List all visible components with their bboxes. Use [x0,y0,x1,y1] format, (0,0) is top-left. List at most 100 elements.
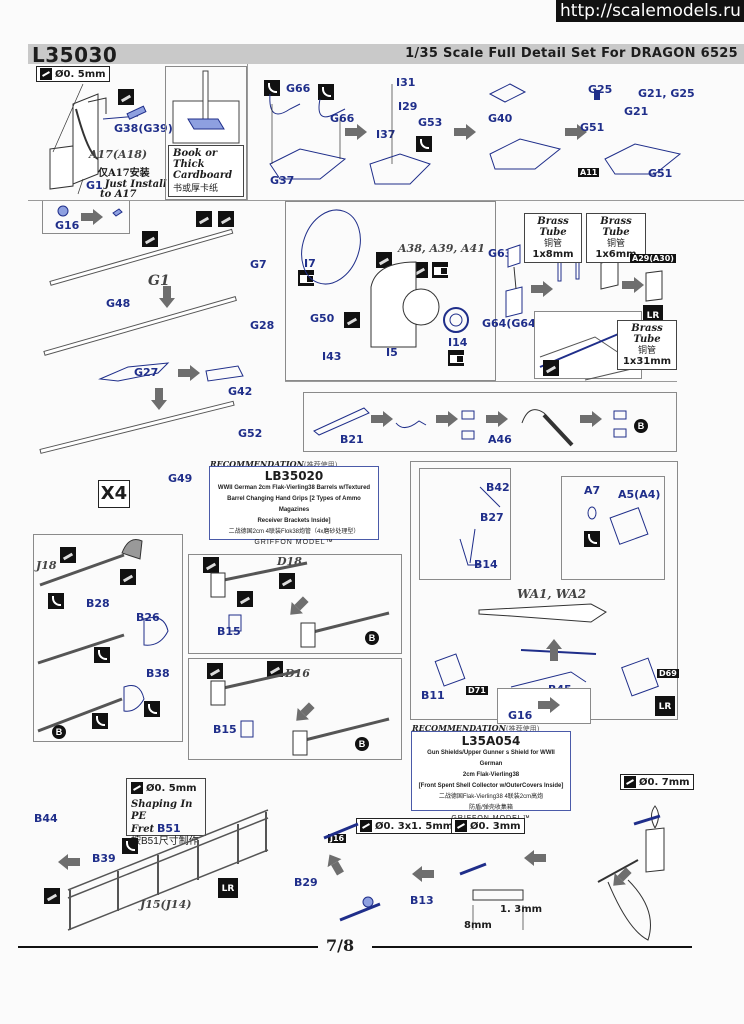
part-label-b15: B15 [213,723,237,736]
part-label-i7: I7 [304,257,316,270]
sight-drawing [301,209,469,348]
dimension-label-1: 1. 3mm [500,904,543,915]
flip-icon [298,270,314,286]
bend-icon [318,84,334,100]
part-label-b15: B15 [217,625,241,638]
bend-icon [92,713,108,729]
divider [285,381,677,382]
step-arrow-icon [345,124,367,140]
part-label-i43: I43 [322,350,342,363]
part-label-g21: G21 [624,105,649,118]
part-label-b26: B26 [136,611,160,624]
lr-icon: LR [655,696,675,716]
file-icon [207,663,223,679]
wire-size-box-3: Ø0. 7mm [620,774,694,790]
marker-b: B [634,419,648,433]
part-label-g38: G38(G39) [114,122,173,135]
tag-j16: J16 [328,834,347,843]
tag-d71: D71 [466,686,488,695]
axe-drawing [210,669,390,756]
recommendation-box: LB35020 WWII German 2cm Flak-Vierling38 … [209,466,379,546]
file-icon [218,211,234,227]
file-icon [344,312,360,328]
tag-a11: A11 [578,168,600,177]
part-label-b29: B29 [294,876,318,889]
part-label-b11: B11 [421,689,445,702]
dimension-label-2: 8mm [464,920,492,931]
product-code: L35030 [32,43,118,67]
bend-icon [122,838,138,854]
watermark: http://scalemodels.ru [556,0,744,22]
flip-icon [432,262,448,278]
divider [247,64,248,200]
recommendation-heading: RECOMMENDATION(推荐使用) [412,723,540,733]
part-label-g64: G64(G64) [482,317,541,330]
footer-line-left [18,946,318,948]
drill-size-box-2: Ø0. 3mm [451,818,525,834]
g27-part [98,362,244,382]
bend-icon [144,701,160,717]
drill-icon [455,820,467,832]
part-label-b38: B38 [146,667,170,680]
lr-icon: LR [218,878,238,898]
brass-tube-note-3: Brass Tube 铜管 1x31mm [617,320,677,370]
b42-subpanel: B42 B27 B14 [419,468,511,580]
part-label-g37: G37 [270,174,295,187]
shaping-note: Shaping In PE Fret B51 按B51尺寸制作 [126,778,206,847]
i-parts-plate [369,84,431,185]
part-label-i37: I37 [376,128,396,141]
final-plate [594,90,682,175]
part-label-i5: I5 [386,346,398,359]
file-icon [203,557,219,573]
flip-icon [448,350,464,366]
part-label-g40: G40 [488,112,513,125]
rail-drawing [67,809,269,931]
bend-icon [48,593,64,609]
step5: G63 G64(G64) Brass Tube 铜管 1x8mm Brass T… [482,201,686,381]
file-icon [120,569,136,585]
step9-panel: D18 B15 B [188,554,402,654]
step-arrow-icon [546,639,562,661]
part-label-b42: B42 [486,481,510,494]
step-arrow-icon [565,124,587,140]
file-icon [279,573,295,589]
header-bar [28,44,744,64]
part-label-g51: G51 [648,167,673,180]
g37-plate [269,93,347,180]
breech-drawing [49,83,147,195]
part-label-g51: G51 [580,121,605,134]
part-label-g66: G66 [330,112,355,125]
wire-icon [360,820,372,832]
step-arrow-icon [436,411,458,427]
a5-subpanel: A7 A5(A4) [561,476,665,580]
step4-panel: I7 A38, A39, A41 G50 I43 I5 I14 [285,201,496,381]
part-label-b39: B39 [92,852,116,865]
g16-subpanel: G16 [497,688,591,724]
tag-a29: A29(A30) [630,254,676,263]
part-label-g1: G1 [86,179,103,192]
part-label-a5: A5(A4) [618,488,661,501]
rifle-drawing [434,603,659,697]
wire-icon [131,782,143,794]
drill-size-box: Ø0. 5mm [36,66,110,82]
page-subtitle: 1/35 Scale Full Detail Set For DRAGON 65… [405,46,738,61]
part-label-j18: J18 [36,559,57,572]
file-icon [118,89,134,105]
marker-b: B [52,725,66,739]
part-label-b44: B44 [34,812,58,825]
recommendation-heading: RECOMMENDATION(推荐使用) [210,459,338,469]
part-label-g28: G28 [250,319,275,332]
step-arrow-icon [151,388,167,410]
step6-panel: B21 A46 B [303,392,677,452]
tag-d69: D69 [657,669,679,678]
b42-drawing [459,486,501,566]
part-label-i14: I14 [448,336,468,349]
file-icon [44,888,60,904]
part-label-i31: I31 [396,76,416,89]
bend-icon [264,80,280,96]
step-arrow-icon [538,697,560,713]
g63-g64-drawing [505,244,663,318]
part-label-b28: B28 [86,597,110,610]
part-label-g27: G27 [134,366,159,379]
part-label-g66: G66 [286,82,311,95]
